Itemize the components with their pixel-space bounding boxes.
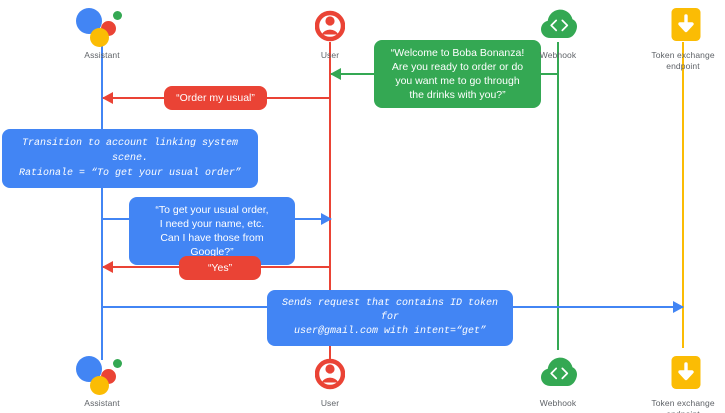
actor-label-token-endpoint: Token exchange endpoint: [651, 50, 715, 71]
actor-user-top: User: [270, 4, 390, 61]
actor-label-user: User: [320, 50, 340, 60]
message-bubble-need-your-name: “To get your usual order, I need your na…: [129, 197, 295, 265]
note-transition-account-linking: Transition to account linking system sce…: [2, 129, 258, 188]
actor-label-assistant-bottom: Assistant: [84, 398, 120, 408]
lifeline-token-endpoint: [682, 42, 684, 348]
user-avatar-icon-bottom: [314, 355, 346, 398]
lifeline-user: [329, 42, 331, 360]
actor-label-token-endpoint-bottom: Token exchange endpoint: [651, 398, 715, 413]
message-bubble-order-my-usual: “Order my usual”: [164, 86, 267, 110]
assistant-dot-yellow: [90, 376, 109, 395]
note-sends-request: Sends request that contains ID token for…: [267, 290, 513, 346]
lifeline-webhook: [557, 42, 559, 350]
message-bubble-welcome: “Welcome to Boba Bonanza! Are you ready …: [374, 40, 541, 108]
download-box-icon-bottom: [671, 355, 701, 396]
actor-webhook-bottom: Webhook: [498, 352, 618, 409]
arrow-head-right-need-your-name: [321, 213, 332, 225]
actor-assistant-top: Assistant: [42, 4, 162, 61]
download-box-icon: [671, 7, 701, 48]
actor-assistant-bottom: Assistant: [42, 352, 162, 409]
actor-webhook-top: Webhook: [498, 4, 618, 61]
arrow-head-right-sends-request: [673, 301, 684, 313]
actor-label-user-bottom: User: [320, 398, 340, 408]
arrow-head-left-welcome: [330, 68, 341, 80]
assistant-dot-green: [113, 359, 122, 368]
actor-label-webhook-bottom: Webhook: [539, 398, 577, 408]
actor-label-assistant: Assistant: [84, 50, 120, 60]
user-avatar-icon: [314, 7, 346, 50]
assistant-dot-green: [113, 11, 122, 20]
actor-label-webhook: Webhook: [539, 50, 577, 60]
google-assistant-icon-bottom: [42, 352, 162, 396]
actor-token-endpoint-top: Token exchange endpoint: [623, 4, 725, 71]
google-assistant-icon: [42, 4, 162, 48]
assistant-dot-yellow: [90, 28, 109, 47]
actor-user-bottom: User: [270, 352, 390, 409]
actor-token-endpoint-bottom: Token exchange endpoint: [623, 352, 725, 413]
cloud-code-icon: [541, 8, 577, 47]
lifeline-assistant: [101, 46, 103, 360]
cloud-code-icon-bottom: [541, 356, 577, 395]
arrow-head-left-order-my-usual: [102, 92, 113, 104]
message-bubble-yes: “Yes”: [179, 256, 261, 280]
arrow-head-left-yes: [102, 261, 113, 273]
